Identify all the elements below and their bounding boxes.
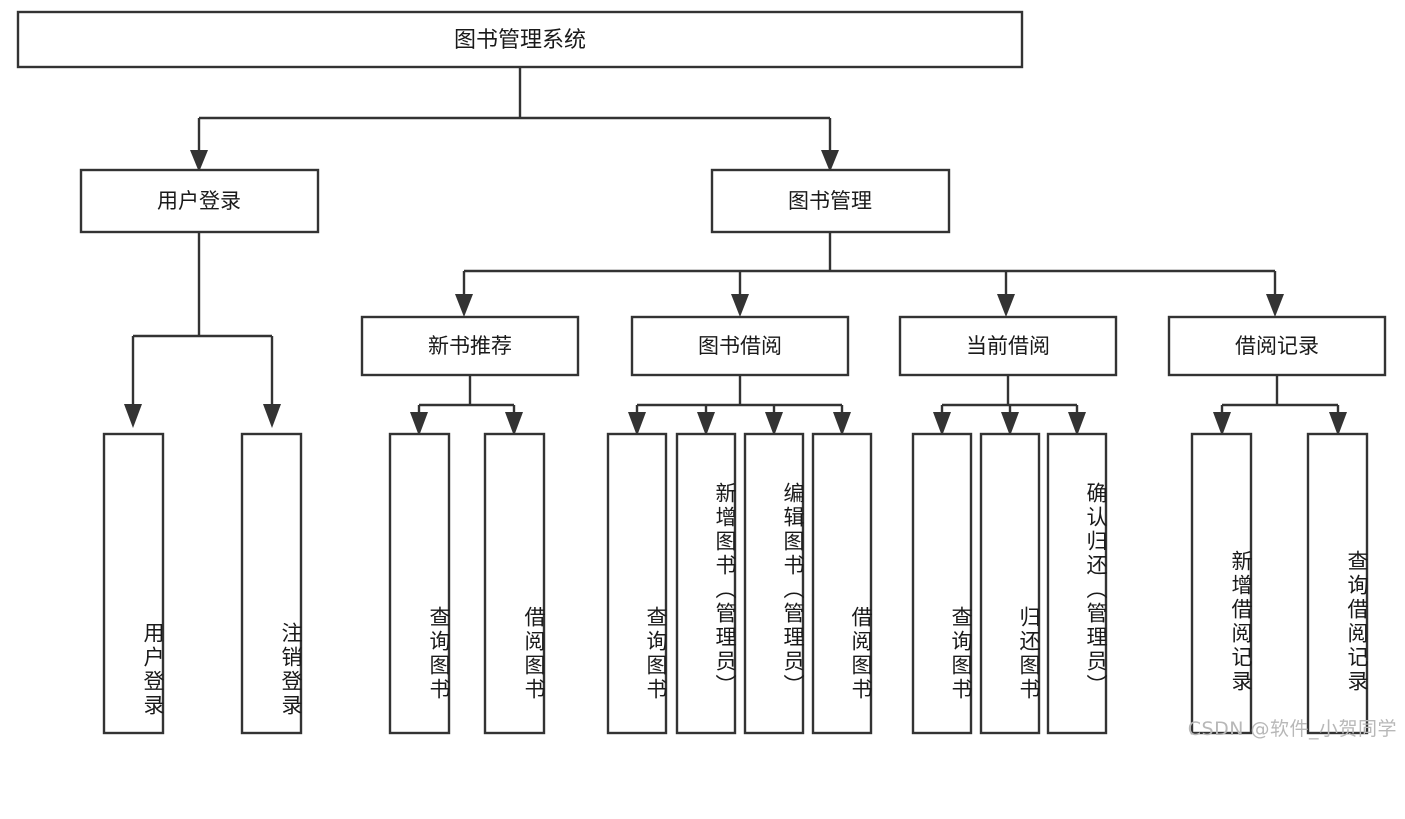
node-leaf-add-book-box[interactable] — [675, 432, 737, 735]
node-book-manage-label: 图书管理 — [788, 189, 872, 213]
connector-new-book-recommend-to-leaves — [410, 375, 523, 436]
hierarchy-diagram: 图书管理系统 用户登录 图书管理 新书推荐 图书借阅 当前借阅 借阅记录 — [16, 10, 1387, 735]
connector-root-to-level2 — [190, 67, 839, 172]
connector-book-borrow-to-leaves — [628, 375, 851, 436]
arrow-head-leaf-user-logout — [263, 404, 281, 428]
node-leaf-add-record-box[interactable] — [1190, 432, 1253, 735]
watermark-text: CSDN @软件_小贺同学 — [1187, 718, 1397, 740]
arrow-head-leaf-add-record — [1213, 412, 1231, 436]
node-book-borrow-box[interactable] — [630, 315, 850, 377]
diagram-canvas-root: 图书管理系统 用户登录 图书管理 新书推荐 图书借阅 当前借阅 借阅记录 用户登… — [16, 10, 1397, 740]
arrow-head-leaf-query-book-3 — [933, 412, 951, 436]
node-leaf-borrow-book-1-box[interactable] — [483, 432, 546, 735]
node-borrow-record-label: 借阅记录 — [1235, 334, 1319, 358]
node-leaf-user-login-box[interactable] — [102, 432, 165, 735]
node-leaf-user-logout-box[interactable] — [240, 432, 303, 735]
arrow-head-leaf-confirm-return — [1068, 412, 1086, 436]
node-leaf-edit-book-box[interactable] — [743, 432, 805, 735]
arrow-head-leaf-borrow-book-1 — [505, 412, 523, 436]
connector-current-borrow-to-leaves — [933, 375, 1086, 436]
node-new-book-recommend-box[interactable] — [360, 315, 580, 377]
node-leaf-query-record-box[interactable] — [1306, 432, 1369, 735]
node-leaf-query-book-1-box[interactable] — [388, 432, 451, 735]
node-current-borrow-label: 当前借阅 — [966, 334, 1050, 358]
node-new-book-recommend-label: 新书推荐 — [428, 334, 512, 358]
connector-book-manage-to-level3 — [455, 233, 1284, 317]
connector-borrow-record-to-leaves — [1213, 375, 1347, 436]
node-user-login-box[interactable] — [79, 168, 320, 234]
connector-user-login-to-leaves — [124, 232, 281, 428]
arrow-head-leaf-query-record — [1329, 412, 1347, 436]
node-leaf-query-book-2-box[interactable] — [606, 432, 668, 735]
arrow-head-current-borrow — [997, 294, 1015, 317]
node-current-borrow-box[interactable] — [898, 315, 1118, 377]
node-leaf-confirm-return-box[interactable] — [1046, 432, 1108, 735]
node-leaf-return-book-box[interactable] — [979, 432, 1041, 735]
arrow-head-leaf-query-book-1 — [410, 412, 428, 436]
arrow-head-leaf-return-book — [1001, 412, 1019, 436]
arrow-head-borrow-record — [1266, 294, 1284, 317]
arrow-head-new-book-recommend — [455, 294, 473, 317]
node-root-box[interactable] — [16, 10, 1024, 69]
arrow-head-leaf-query-book-2 — [628, 412, 646, 436]
node-book-borrow-label: 图书借阅 — [698, 334, 782, 358]
arrow-head-book-borrow — [731, 294, 749, 317]
node-borrow-record-box[interactable] — [1167, 315, 1387, 377]
node-root-label: 图书管理系统 — [454, 28, 586, 53]
node-book-manage-box[interactable] — [710, 168, 951, 234]
arrow-head-leaf-user-login — [124, 404, 142, 428]
node-leaf-query-book-3-box[interactable] — [911, 432, 973, 735]
node-user-login-label: 用户登录 — [157, 189, 241, 213]
arrow-head-leaf-borrow-book-2 — [833, 412, 851, 436]
arrow-head-leaf-add-book — [697, 412, 715, 436]
arrow-head-leaf-edit-book — [765, 412, 783, 436]
arrow-head-user-login — [190, 150, 208, 172]
arrow-head-book-manage — [821, 150, 839, 172]
node-leaf-borrow-book-2-box[interactable] — [811, 432, 873, 735]
